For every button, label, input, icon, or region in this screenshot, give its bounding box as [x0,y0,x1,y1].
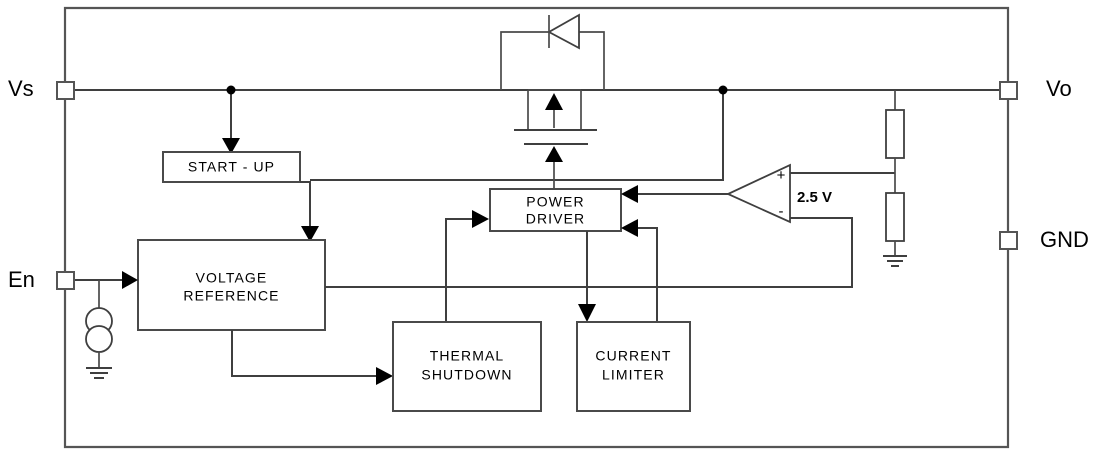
pin-label-gnd: GND [1040,227,1089,252]
block-start-up-label: START - UP [188,159,275,175]
arrowhead-into-power-driver-right-upper [621,185,638,203]
junction-dot-vs-startup [226,85,236,95]
wire-vs-rail-to-startup-line [310,90,724,181]
wire-current-limiter-to-power-driver [638,227,658,322]
pin-terminal-vo[interactable] [999,81,1018,100]
mosfet-bulk-arrow [545,93,563,110]
error-amplifier-plus-sign: + [777,167,786,184]
body-diode-loop-wire [500,31,605,90]
block-current-limiter [576,321,691,412]
arrowhead-into-startup [222,138,240,154]
block-start-up [162,151,301,183]
feedback-resistor-lower [885,192,905,242]
block-thermal-shutdown-label-line2: SHUTDOWN [421,367,512,383]
block-power-driver-label-line1: POWER [526,194,584,210]
error-amplifier-minus-sign: - [779,203,784,220]
pin-label-vo: Vo [1046,76,1072,101]
body-diode-triangle [547,13,580,50]
arrowhead-into-power-driver-right-lower [621,219,638,237]
wire-thermal-shutdown-to-power-driver [445,218,474,322]
arrowhead-into-current-limiter [578,304,596,322]
block-current-limiter-label-line1: CURRENT [595,348,671,364]
reference-voltage-label: 2.5 V [797,189,832,206]
block-thermal-shutdown-label-line1: THERMAL [430,348,505,364]
feedback-resistor-upper [885,109,905,159]
error-amplifier-triangle [725,163,791,224]
block-power-driver-label-line2: DRIVER [526,211,586,227]
block-thermal-shutdown [392,321,542,412]
arrowhead-into-power-driver-left [472,210,489,228]
arrowhead-into-thermal-shutdown [376,367,393,385]
ic-outline-frame [63,6,1010,449]
block-power-driver [489,188,622,232]
pin-terminal-vs[interactable] [56,81,75,100]
block-voltage-reference [137,239,326,331]
pin-terminal-en[interactable] [56,271,75,290]
current-source-circle-lower [85,325,113,353]
pin-terminal-gnd[interactable] [999,231,1018,250]
block-voltage-reference-label-line2: REFERENCE [183,288,279,304]
arrowhead-into-voltage-reference-top [301,226,319,242]
pin-label-vs: Vs [8,76,34,101]
pin-label-en: En [8,267,35,292]
wire-voltage-reference-to-error-amp-minus [325,217,853,288]
wire-startup-to-voltage-reference [300,181,311,228]
junction-dot-vs-feedback [718,85,728,95]
arrowhead-into-mosfet-gate [545,146,563,162]
block-voltage-reference-label-line1: VOLTAGE [196,270,268,286]
wire-voltage-reference-to-thermal-shutdown [231,330,378,377]
block-current-limiter-label-line2: LIMITER [602,367,665,383]
arrowhead-into-voltage-reference-left [122,271,138,289]
